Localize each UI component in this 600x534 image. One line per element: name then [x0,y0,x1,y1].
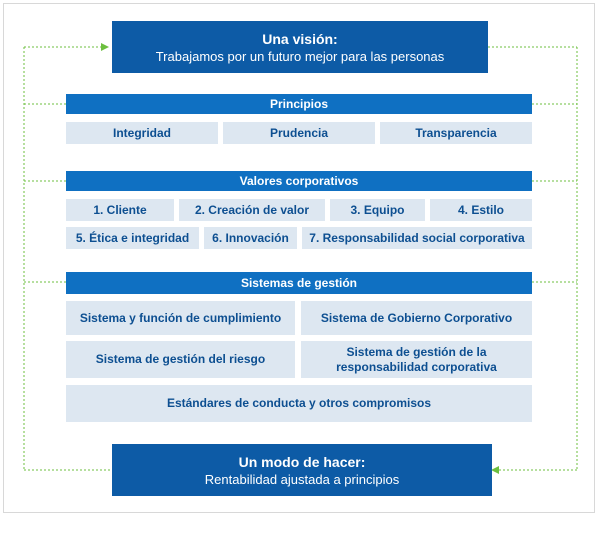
modo-box: Un modo de hacer: Rentabilidad ajustada … [112,444,492,496]
valor-creacion-de-valor: 2. Creación de valor [179,199,325,221]
valor-etica-e-integridad: 5. Ética e integridad [66,227,199,249]
principio-prudencia: Prudencia [223,122,375,144]
modo-subtitle: Rentabilidad ajustada a principios [204,471,400,487]
vision-subtitle: Trabajamos por un futuro mejor para las … [155,48,445,64]
vision-title: Una visión: [262,30,338,47]
modo-title: Un modo de hacer: [238,453,366,470]
valor-innovacion: 6. Innovación [204,227,297,249]
sistema-gestion-riesgo: Sistema de gestión del riesgo [66,341,295,378]
sistema-cumplimiento: Sistema y función de cumplimiento [66,301,295,335]
valor-equipo: 3. Equipo [330,199,425,221]
vision-box: Una visión: Trabajamos por un futuro mej… [112,21,488,73]
valores-header: Valores corporativos [66,171,532,191]
principio-transparencia: Transparencia [380,122,532,144]
valor-estilo: 4. Estilo [430,199,532,221]
valor-responsabilidad-social: 7. Responsabilidad social corporativa [302,227,532,249]
valor-cliente: 1. Cliente [66,199,174,221]
sistema-responsabilidad-corporativa: Sistema de gestión de la responsabilidad… [301,341,532,378]
estandares-de-conducta: Estándares de conducta y otros compromis… [66,385,532,422]
sistema-gobierno-corporativo: Sistema de Gobierno Corporativo [301,301,532,335]
diagram-frame [3,3,595,513]
principio-integridad: Integridad [66,122,218,144]
principios-header: Principios [66,94,532,114]
sistemas-header: Sistemas de gestión [66,272,532,294]
